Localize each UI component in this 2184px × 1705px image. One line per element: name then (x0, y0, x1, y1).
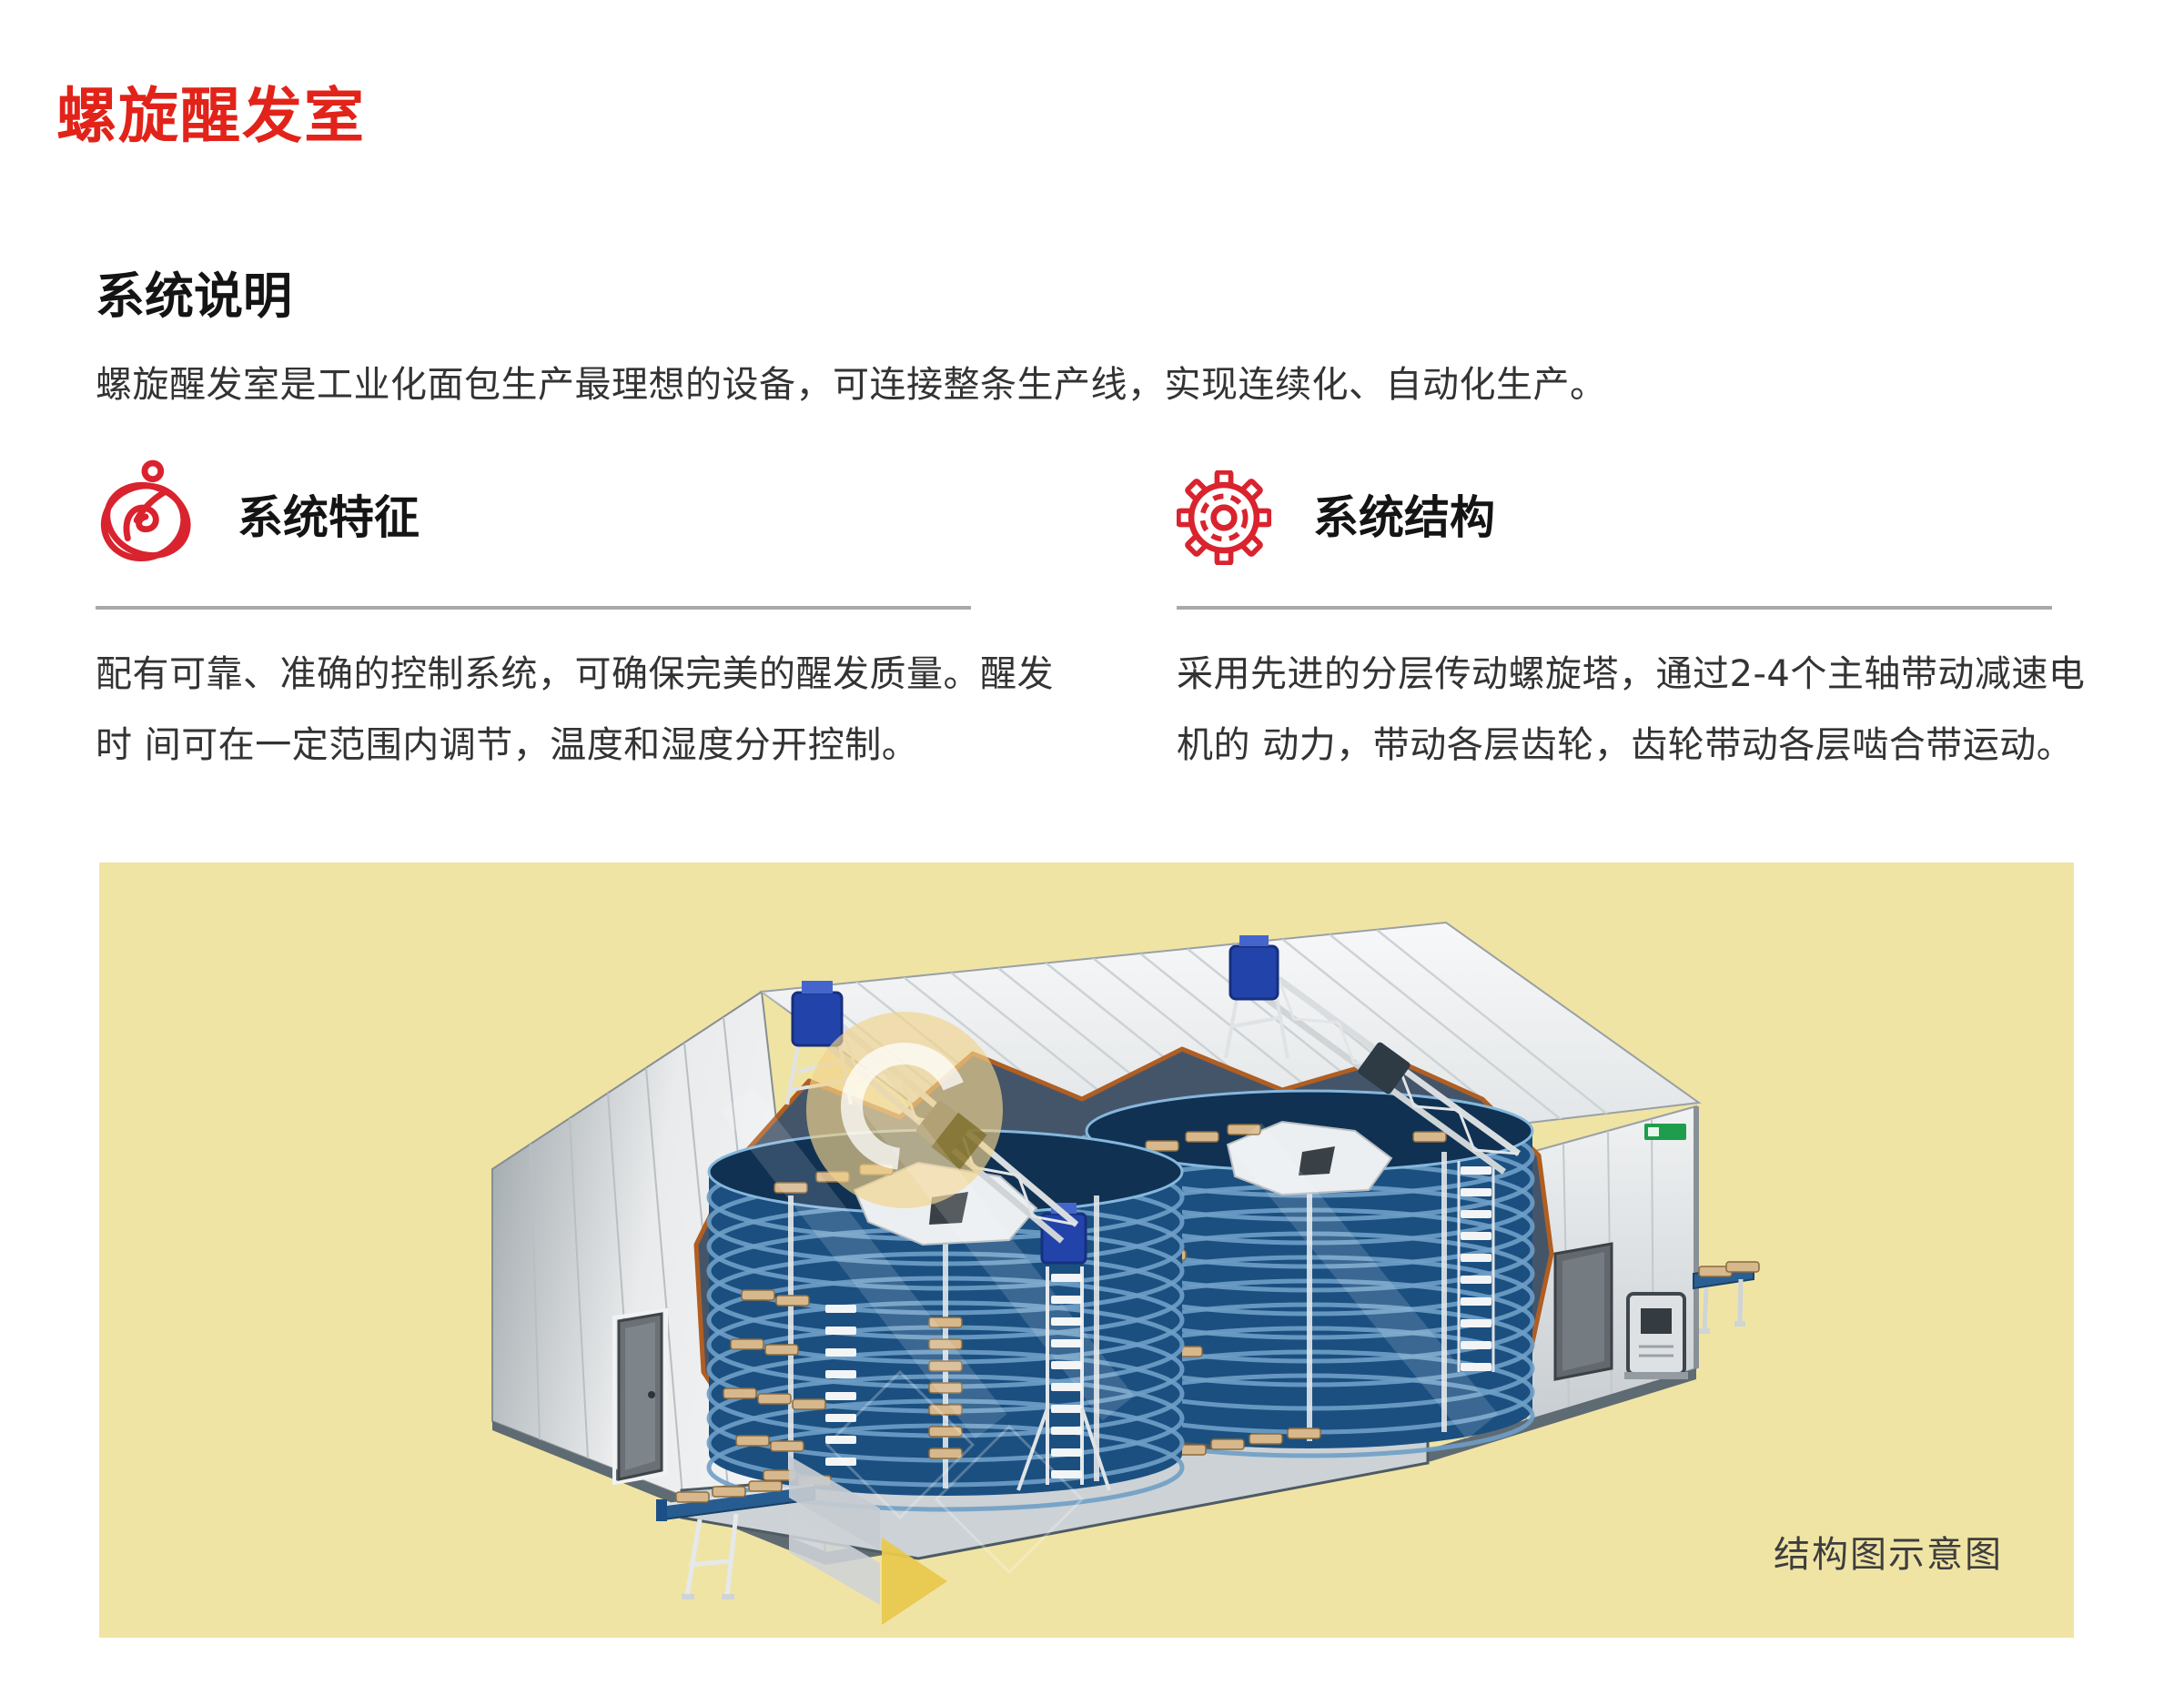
right-door (1553, 1242, 1613, 1381)
outfeed-conveyor (1693, 1261, 1760, 1334)
spiral-tower-right (1087, 1089, 1532, 1456)
watermark (720, 1012, 1499, 1625)
infeed-conveyor (656, 1480, 815, 1599)
structure-heading: 系统结构 (1313, 491, 1495, 544)
brand-logo-badge (1644, 1124, 1686, 1140)
feature-structure-columns: 系统特征 配有可靠、准确的控制系统，可确保完美的醒发质量。醒发 时 间可在一定范… (96, 453, 2143, 781)
features-body: 配有可靠、准确的控制系统，可确保完美的醒发质量。醒发 时 间可在一定范围内调节，… (96, 639, 1054, 781)
structure-divider (1177, 606, 2052, 610)
features-line-1: 配有可靠、准确的控制系统，可确保完美的醒发质量。醒发 (96, 653, 1054, 695)
features-divider (96, 606, 971, 610)
control-cabinet (1624, 1292, 1688, 1379)
structure-line-1: 采用先进的分层传动螺旋塔，通过2-4个主轴带动减速电 (1177, 653, 2086, 695)
structure-body: 采用先进的分层传动螺旋塔，通过2-4个主轴带动减速电 机的 动力，带动各层齿轮，… (1177, 639, 2123, 781)
features-header: 系统特征 (96, 453, 1042, 575)
proofing-swirl-icon (96, 459, 196, 570)
system-description-heading: 系统说明 (96, 267, 292, 325)
features-line-2: 时 间可在一定范围内调节，温度和湿度分开控制。 (96, 724, 919, 766)
structure-header: 系统结构 (1176, 453, 2123, 575)
column-system-features: 系统特征 配有可靠、准确的控制系统，可确保完美的醒发质量。醒发 时 间可在一定范… (96, 453, 1054, 781)
left-door (612, 1307, 668, 1486)
gear-icon (1176, 469, 1272, 566)
figure-panel: 结构图示意图 (99, 863, 2074, 1638)
structure-line-2: 机的 动力，带动各层齿轮，齿轮带动各层啮合带运动。 (1177, 724, 2074, 766)
proofing-room-diagram (491, 921, 1760, 1625)
gearbox-right (1358, 1042, 1410, 1095)
drive-motor-right (1228, 944, 1279, 1001)
page-title: 螺旋醒发室 (56, 81, 366, 152)
features-heading: 系统特征 (238, 491, 420, 544)
system-description-text: 螺旋醒发室是工业化面包生产最理想的设备，可连接整条生产线，实现连续化、自动化生产… (96, 364, 1607, 406)
figure-caption: 结构图示意图 (1774, 1534, 2003, 1576)
column-system-structure: 系统结构 采用先进的分层传动螺旋塔，通过2-4个主轴带动减速电 机的 动力，带动… (1176, 453, 2123, 781)
drive-motor-left (791, 991, 844, 1047)
truss-right (1224, 935, 1522, 1175)
